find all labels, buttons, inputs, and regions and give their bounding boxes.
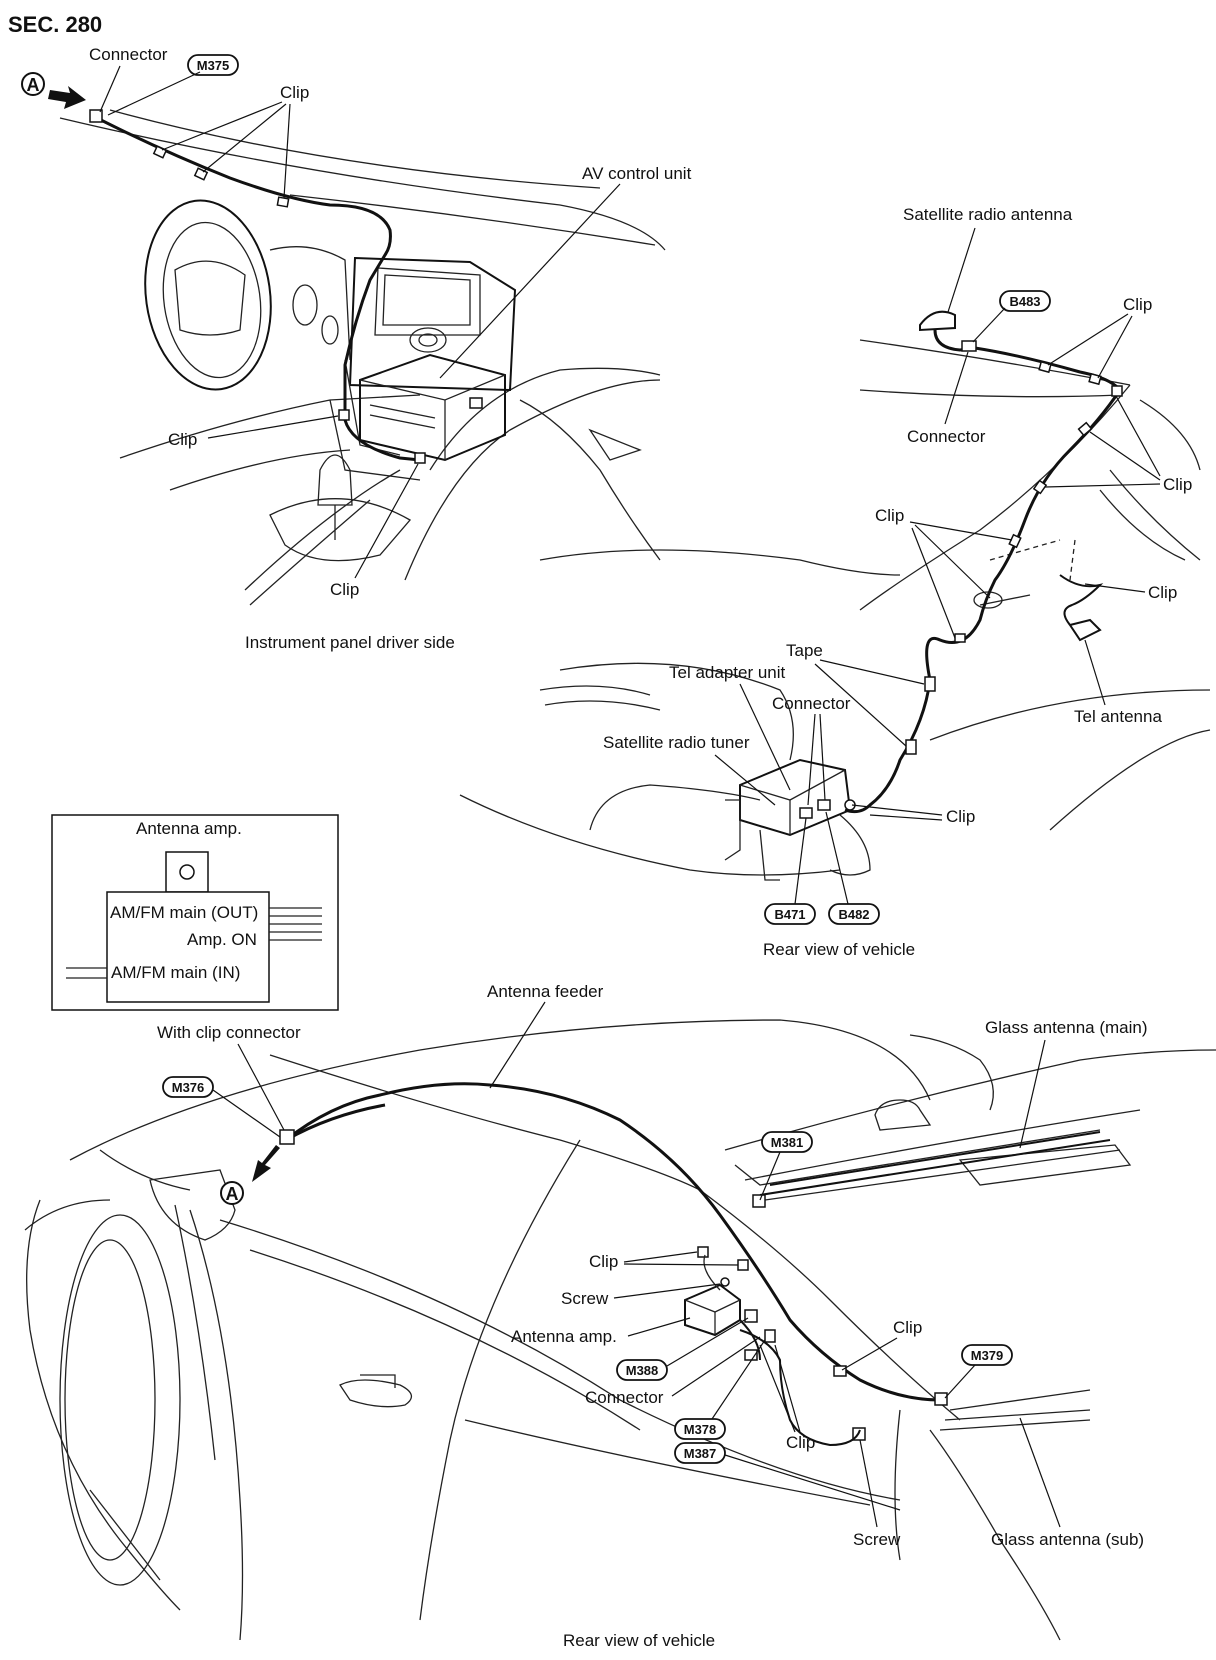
antenna-amp-out: AM/FM main (OUT) <box>110 903 258 922</box>
badge-m378-text: M378 <box>684 1422 717 1437</box>
label-clip-left: Clip <box>168 430 197 449</box>
label-tape: Tape <box>786 641 823 660</box>
antenna-amp-box-title: Antenna amp. <box>136 819 242 838</box>
label-tel-antenna: Tel antenna <box>1074 707 1162 726</box>
label-clip-2: Clip <box>1163 475 1192 494</box>
label-antenna-amp: Antenna amp. <box>511 1327 617 1346</box>
badge-b471 <box>764 903 816 925</box>
badge-m387 <box>674 1442 726 1464</box>
label-clip-1: Clip <box>1123 295 1152 314</box>
arrow-a-icon <box>48 86 86 109</box>
label-connector-lower: Connector <box>585 1388 664 1407</box>
antenna-amp-in: AM/FM main (IN) <box>111 963 240 982</box>
arrow-a-lower-icon <box>252 1145 280 1182</box>
label-connector: Connector <box>89 45 168 64</box>
label-clip-4: Clip <box>1148 583 1177 602</box>
label-tel-adapter-unit: Tel adapter unit <box>669 663 786 682</box>
badge-m375 <box>187 54 239 76</box>
rear-view-lower: A Antenna feeder With clip connector M37… <box>24 982 1216 1650</box>
label-satellite-radio-antenna: Satellite radio antenna <box>903 205 1073 224</box>
marker-a-circle <box>21 72 45 96</box>
label-clip-bottom: Clip <box>330 580 359 599</box>
badge-m379 <box>961 1344 1013 1366</box>
label-satellite-radio-tuner: Satellite radio tuner <box>603 733 750 752</box>
caption-rear-view-lower: Rear view of vehicle <box>563 1631 715 1650</box>
marker-a-lower-circle <box>220 1181 244 1205</box>
label-clip-c: Clip <box>893 1318 922 1337</box>
badge-m388-text: M388 <box>626 1363 659 1378</box>
marker-a-letter: A <box>27 75 40 95</box>
marker-a-lower-letter: A <box>226 1184 239 1204</box>
label-clip-b: Clip <box>786 1433 815 1452</box>
label-clip-3: Clip <box>875 506 904 525</box>
badge-m381 <box>761 1131 813 1153</box>
label-clip-top: Clip <box>280 83 309 102</box>
antenna-amp-box: Antenna amp. AM/FM main (OUT) Amp. ON AM… <box>51 814 339 1011</box>
connector-m375-shape <box>89 109 103 123</box>
label-connector-mid: Connector <box>772 694 851 713</box>
badge-m376-top-text: M376 <box>172 1080 205 1095</box>
badge-b482 <box>828 903 880 925</box>
antenna-amp-on: Amp. ON <box>187 930 257 949</box>
badge-b482-text: B482 <box>838 907 869 922</box>
section-title: SEC. 280 <box>8 12 102 37</box>
label-clip-5: Clip <box>946 807 975 826</box>
rear-view-upper: Satellite radio antenna B483 Clip Connec… <box>459 205 1211 959</box>
label-antenna-feeder: Antenna feeder <box>487 982 604 1001</box>
caption-rear-view-upper: Rear view of vehicle <box>763 940 915 959</box>
label-av-control-unit: AV control unit <box>582 164 692 183</box>
caption-instrument-panel: Instrument panel driver side <box>245 633 455 652</box>
label-screw-b: Screw <box>853 1530 901 1549</box>
badge-b483-text: B483 <box>1009 294 1040 309</box>
badge-b483 <box>999 290 1051 312</box>
badge-m375-text: M375 <box>197 58 230 73</box>
badge-m388 <box>616 1359 668 1381</box>
label-glass-antenna-sub: Glass antenna (sub) <box>991 1530 1144 1549</box>
badge-m376-top <box>162 1076 214 1098</box>
label-glass-antenna-main: Glass antenna (main) <box>985 1018 1148 1037</box>
badge-m378 <box>674 1418 726 1440</box>
label-clip-a: Clip <box>589 1252 618 1271</box>
amp-terminal-icon <box>179 864 195 880</box>
badge-m379-text: M379 <box>971 1348 1004 1363</box>
badge-m387-text: M387 <box>684 1446 717 1461</box>
badge-m381-text: M381 <box>771 1135 804 1150</box>
label-connector-top: Connector <box>907 427 986 446</box>
label-with-clip-connector: With clip connector <box>157 1023 301 1042</box>
instrument-panel-view: A Connector M375 Clip AV control unit Cl… <box>21 45 692 652</box>
label-screw-a: Screw <box>561 1289 609 1308</box>
badge-b471-text: B471 <box>774 907 805 922</box>
